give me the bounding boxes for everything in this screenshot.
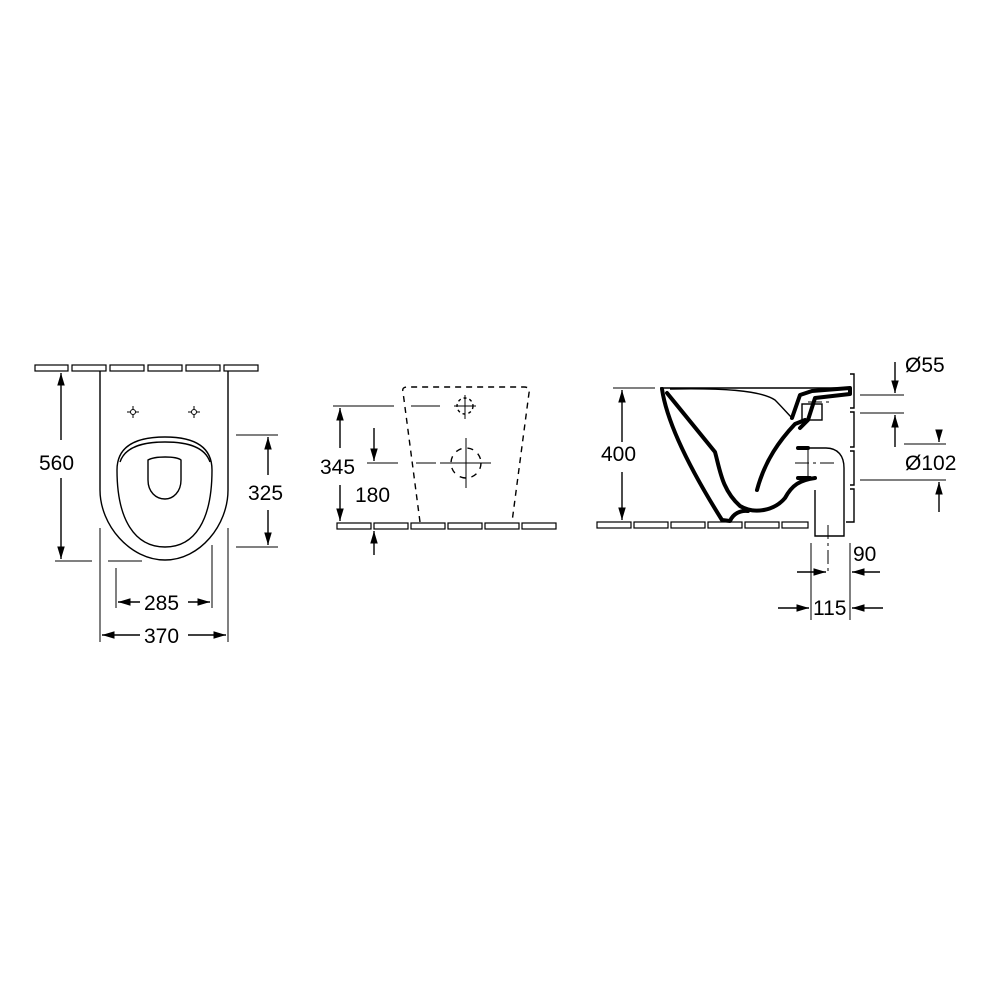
upper-fixing-mark <box>454 395 476 419</box>
dim-label-inlet-diameter: Ø55 <box>905 354 945 377</box>
wall-strip <box>34 364 259 372</box>
dimension-560: 560 <box>39 373 142 562</box>
dimension-285: 285 <box>115 545 213 615</box>
dimension-inlet-diameter: Ø55 <box>860 354 945 447</box>
floor-strip <box>336 522 557 530</box>
rear-outline-dashed <box>402 386 530 523</box>
inlet-connector <box>790 386 852 430</box>
dim-label-outlet-height: 180 <box>355 484 390 507</box>
outlet-pipe <box>808 447 845 537</box>
dimension-outlet-diameter: Ø102 <box>860 429 956 512</box>
dim-label-inner-width: 285 <box>144 592 179 615</box>
dim-label-fixing-height: 345 <box>320 456 355 479</box>
outlet-mark <box>440 438 491 488</box>
dimension-400: 400 <box>601 390 636 520</box>
rear-view: 345 180 <box>320 386 557 555</box>
dimension-90: 90 <box>797 543 880 620</box>
bowl-outer <box>660 387 750 523</box>
fixing-point-left <box>127 406 139 418</box>
bowl-opening <box>147 456 182 500</box>
dim-label-bowl-depth: 325 <box>248 482 283 505</box>
dimension-345: 345 <box>320 408 355 521</box>
dimension-370: 370 <box>99 528 229 648</box>
toilet-body-outline <box>99 371 229 561</box>
dimension-180: 180 <box>355 428 390 555</box>
dim-label-outlet-offset: 90 <box>853 543 876 566</box>
top-view: 560 325 285 370 <box>34 364 283 648</box>
wall-segments <box>846 373 855 523</box>
dimension-325: 325 <box>236 434 283 548</box>
side-view: 400 Ø55 Ø102 90 11 <box>596 354 956 620</box>
dimension-115: 115 <box>778 597 883 620</box>
dim-label-outlet-diameter: Ø102 <box>905 452 956 475</box>
dim-label-height: 400 <box>601 443 636 466</box>
fixing-point-right <box>188 406 200 418</box>
seat-outline <box>116 436 213 548</box>
bowl-trap <box>665 391 817 513</box>
dim-label-depth: 560 <box>39 452 74 475</box>
dim-label-outer-width: 370 <box>144 625 179 648</box>
dim-label-outlet-projection: 115 <box>813 597 846 620</box>
floor-strip-side <box>596 521 809 529</box>
